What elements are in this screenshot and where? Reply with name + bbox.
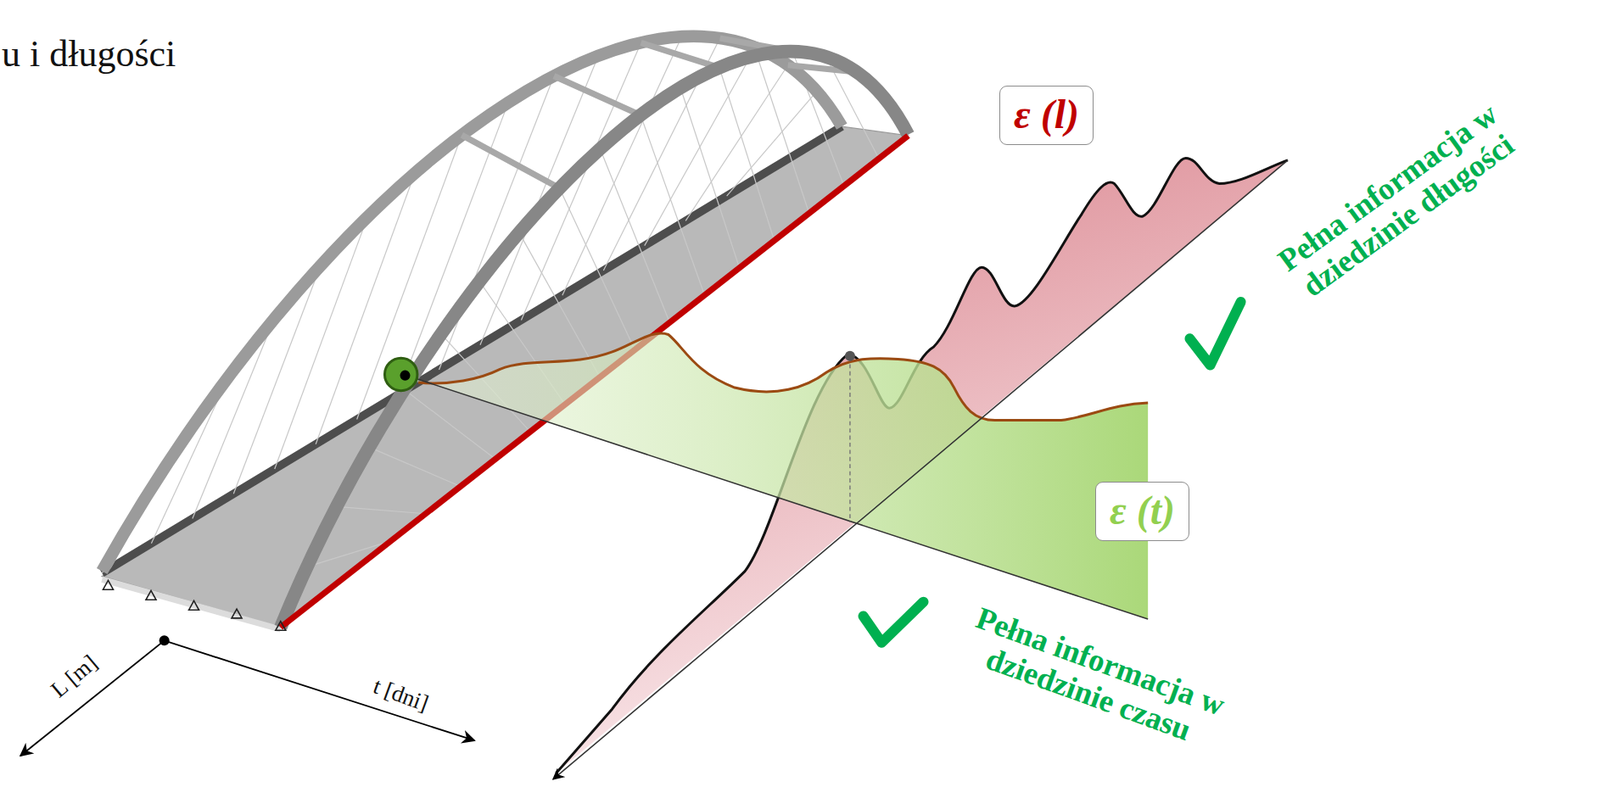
check-mark [1189,302,1241,366]
hanger [336,506,426,514]
note-length: Pełna informacja w dziedzinie długości [1230,67,1567,338]
hanger [519,232,600,377]
length-axis [20,640,165,756]
sensor-dot [399,370,410,381]
hanger [439,76,554,370]
arch-brace [641,42,720,68]
hanger [369,447,461,487]
hanger [274,217,368,470]
strain-symbol: ε (t) [1109,487,1175,533]
back-girder [101,126,842,574]
strain-time-area [402,333,1148,620]
formula-box: ε (t) [1095,481,1190,542]
crossing-line [849,357,851,523]
note-time: Pełna informacja w dziedzinie czasu [923,587,1266,769]
chart-length-axis [553,160,1288,780]
hanger [719,67,775,241]
axis-label: L [m] [46,650,103,704]
end-beam [101,579,280,630]
arch-brace [461,134,560,189]
chart-time-axis [402,374,1148,620]
hanger [680,88,739,269]
supports [102,580,286,631]
crossing-point [844,351,856,362]
cross-braces [461,38,856,189]
axis-origin [159,635,170,646]
check-mark [863,602,924,644]
hanger [727,91,817,196]
hanger [640,115,705,296]
strain-symbol: ε (l) [1013,91,1080,137]
arch-brace [553,76,641,116]
back-arch [101,36,842,572]
time-axis [164,640,476,741]
formula-box: ε (l) [999,85,1094,146]
title-fragment: u i długości [1,33,176,75]
sensor-marker [384,358,417,391]
hanger [599,148,670,323]
strain-time-curve [418,333,1148,421]
scene [20,36,1288,780]
hanger [559,188,636,351]
